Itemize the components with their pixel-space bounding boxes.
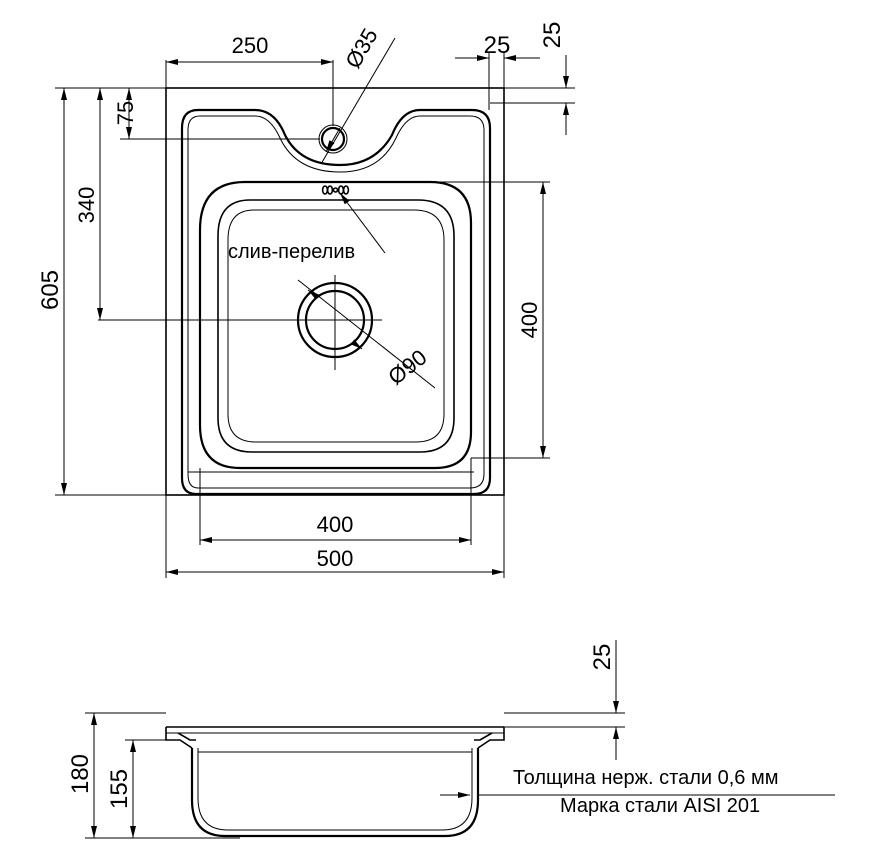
dim-155: 155	[106, 769, 133, 809]
note-steel-grade: Марка стали AISI 201	[560, 795, 760, 817]
dim-605: 605	[37, 270, 64, 310]
overflow-holes	[321, 185, 350, 195]
dim-flange-25: 25	[589, 644, 616, 671]
overflow-label: слив-перелив	[228, 241, 355, 263]
dim-340: 340	[74, 187, 99, 224]
dim-75: 75	[113, 101, 138, 125]
dim-400-width: 400	[317, 512, 354, 537]
side-view	[165, 726, 505, 838]
dim-250: 250	[232, 33, 269, 58]
side-dimensions	[85, 640, 835, 839]
top-view	[165, 87, 505, 496]
note-thickness: Толщина нерж. стали 0,6 мм	[513, 767, 778, 789]
bowl-outer	[198, 180, 473, 470]
dim-400-length: 400	[517, 302, 542, 339]
dim-rim-right: 25	[484, 32, 511, 59]
bowl-inner	[217, 199, 455, 453]
bowl-profile	[190, 748, 480, 838]
top-dimensions	[55, 37, 575, 578]
dim-500: 500	[317, 546, 354, 571]
dim-faucet-diameter: Ø35	[340, 24, 382, 73]
dim-drain-diameter: Ø90	[383, 344, 431, 389]
dim-180: 180	[67, 754, 94, 794]
dim-rim-top: 25	[539, 22, 566, 49]
deck-contour	[180, 108, 492, 496]
